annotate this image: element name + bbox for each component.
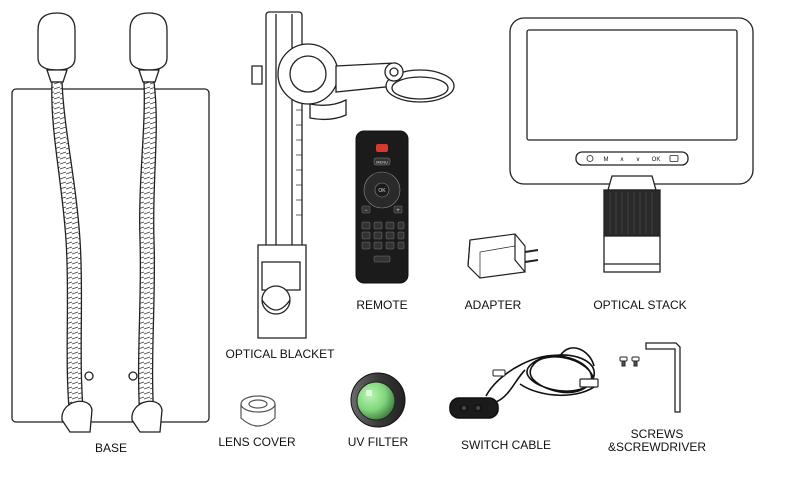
label-remote: REMOTE — [356, 298, 407, 312]
remote-plus-key: + — [396, 208, 400, 214]
screwdriver-illustration — [645, 342, 681, 413]
lens-cover-illustration — [240, 395, 276, 427]
monitor-button-down: ∨ — [636, 157, 640, 163]
label-optical-stack: OPTICAL STACK — [593, 298, 686, 312]
remote-ok-key: OK — [378, 188, 386, 194]
label-base: BASE — [95, 441, 127, 455]
label-screws-line2: &SCREWDRIVER — [608, 440, 706, 454]
base-illustration — [11, 12, 210, 433]
label-lens-cover: LENS COVER — [218, 435, 296, 449]
remote-minus-key: − — [364, 208, 368, 214]
optical-bracket-illustration — [251, 11, 455, 339]
monitor-button-ok: OK — [652, 157, 661, 163]
monitor-button-m: M — [604, 157, 609, 163]
uv-filter-illustration — [350, 372, 406, 428]
label-optical-blacket: OPTICAL BLACKET — [226, 347, 336, 361]
label-screws-line1: SCREWS — [631, 427, 684, 441]
label-uv-filter: UV FILTER — [348, 435, 409, 449]
label-adapter: ADAPTER — [465, 298, 522, 312]
monitor-button-row: M ∧ ∨ OK — [586, 155, 679, 163]
optical-stack-illustration — [509, 17, 754, 273]
label-switch-cable: SWITCH CABLE — [461, 438, 551, 452]
screws-illustration — [619, 356, 640, 367]
switch-cable-illustration — [449, 347, 599, 419]
remote-illustration: MENU OK − + — [355, 130, 409, 284]
remote-menu-key: MENU — [376, 160, 388, 165]
adapter-illustration — [467, 233, 539, 279]
monitor-button-up: ∧ — [620, 157, 624, 163]
